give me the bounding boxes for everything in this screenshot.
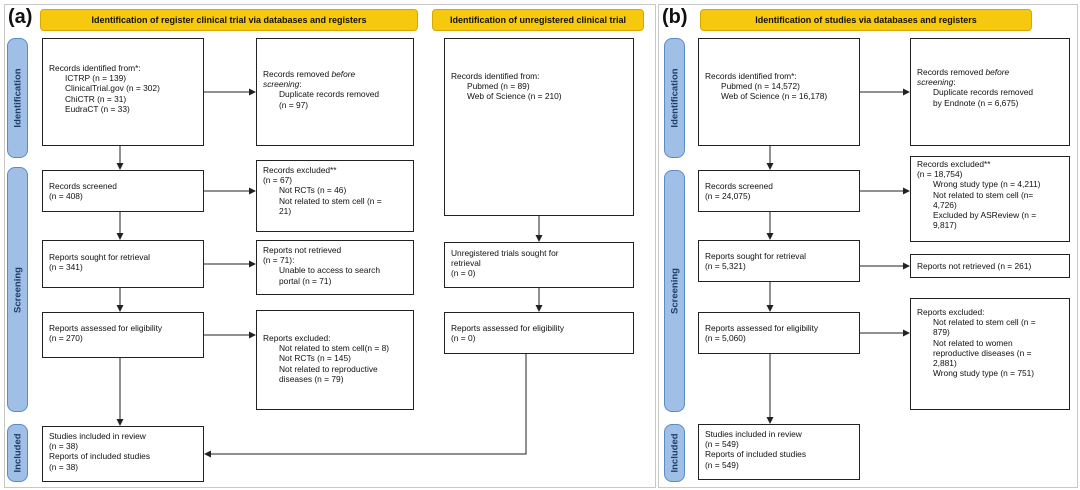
stage-included-b: Included bbox=[664, 424, 685, 482]
reports-excluded-box: Reports excluded: Not related to stem ce… bbox=[256, 310, 414, 410]
stage-screening-b: Screening bbox=[664, 170, 685, 412]
reports-assessed-box: Reports assessed for eligibility (n = 27… bbox=[42, 312, 204, 358]
header-registered: Identification of register clinical tria… bbox=[40, 9, 418, 31]
stage-included-a: Included bbox=[7, 424, 28, 482]
reports-not-retrieved-box: Reports not retrieved (n = 71): Unable t… bbox=[256, 240, 414, 295]
unregistered-assessed-box: Reports assessed for eligibility (n = 0) bbox=[444, 312, 634, 354]
records-removed-box: Records removed before screening: Duplic… bbox=[256, 38, 414, 146]
records-excluded-box: Records excluded** (n = 67) Not RCTs (n … bbox=[256, 160, 414, 232]
panel-a-label: (a) bbox=[8, 6, 33, 28]
b-reports-not-retrieved-box: Reports not retrieved (n = 261) bbox=[910, 254, 1070, 278]
b-studies-included-box: Studies included in review (n = 549) Rep… bbox=[698, 424, 860, 480]
header-panel-b: Identification of studies via databases … bbox=[700, 9, 1032, 31]
reports-sought-box: Reports sought for retrieval (n = 341) bbox=[42, 240, 204, 288]
header-unregistered: Identification of unregistered clinical … bbox=[432, 9, 644, 31]
panel-b-label: (b) bbox=[662, 6, 688, 28]
stage-screening-a: Screening bbox=[7, 167, 28, 412]
arrow-unreg-to-included bbox=[204, 354, 527, 458]
b-reports-sought-box: Reports sought for retrieval (n = 5,321) bbox=[698, 240, 860, 282]
b-records-excluded-box: Records excluded** (n = 18,754) Wrong st… bbox=[910, 156, 1070, 242]
stage-identification-b: Identification bbox=[664, 38, 685, 158]
records-identified-box: Records identified from*: ICTRP (n = 139… bbox=[42, 38, 204, 146]
b-records-screened-box: Records screened (n = 24,075) bbox=[698, 170, 860, 212]
stage-identification-a: Identification bbox=[7, 38, 28, 158]
records-screened-box: Records screened (n = 408) bbox=[42, 170, 204, 212]
b-reports-excluded-box: Reports excluded: Not related to stem ce… bbox=[910, 298, 1070, 410]
unregistered-identified-box: Records identified from: Pubmed (n = 89)… bbox=[444, 38, 634, 216]
unregistered-sought-box: Unregistered trials sought for retrieval… bbox=[444, 242, 634, 288]
b-reports-assessed-box: Reports assessed for eligibility (n = 5,… bbox=[698, 312, 860, 354]
b-records-removed-box: Records removed before screening: Duplic… bbox=[910, 38, 1070, 146]
studies-included-box: Studies included in review (n = 38) Repo… bbox=[42, 426, 204, 482]
b-records-identified-box: Records identified from*: Pubmed (n = 14… bbox=[698, 38, 860, 146]
